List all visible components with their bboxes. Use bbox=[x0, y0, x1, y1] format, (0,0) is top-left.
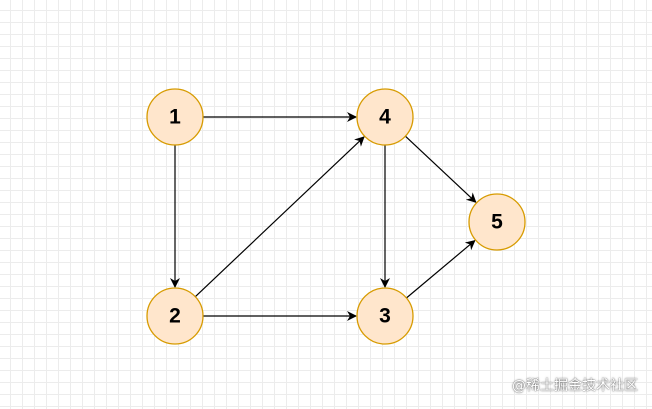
node-2: 2 bbox=[146, 287, 204, 345]
node-1: 1 bbox=[146, 88, 204, 146]
edge-3-to-5 bbox=[406, 239, 476, 299]
node-label: 5 bbox=[491, 211, 503, 234]
node-circle bbox=[468, 193, 526, 251]
edge-2-to-4 bbox=[194, 136, 365, 298]
node-circle bbox=[356, 287, 414, 345]
edges-layer bbox=[170, 112, 477, 321]
node-label: 4 bbox=[379, 106, 391, 129]
node-label: 2 bbox=[169, 305, 181, 328]
node-label: 3 bbox=[379, 305, 391, 328]
node-3: 3 bbox=[356, 287, 414, 345]
nodes-layer: 1 2 3 4 5 bbox=[146, 88, 526, 345]
node-circle bbox=[356, 88, 414, 146]
watermark: @稀土掘金技术社区 bbox=[512, 378, 638, 394]
edge-4-to-5 bbox=[404, 135, 477, 203]
node-4: 4 bbox=[356, 88, 414, 146]
node-5: 5 bbox=[468, 193, 526, 251]
node-label: 1 bbox=[169, 106, 181, 129]
node-circle bbox=[146, 287, 204, 345]
node-circle bbox=[146, 88, 204, 146]
